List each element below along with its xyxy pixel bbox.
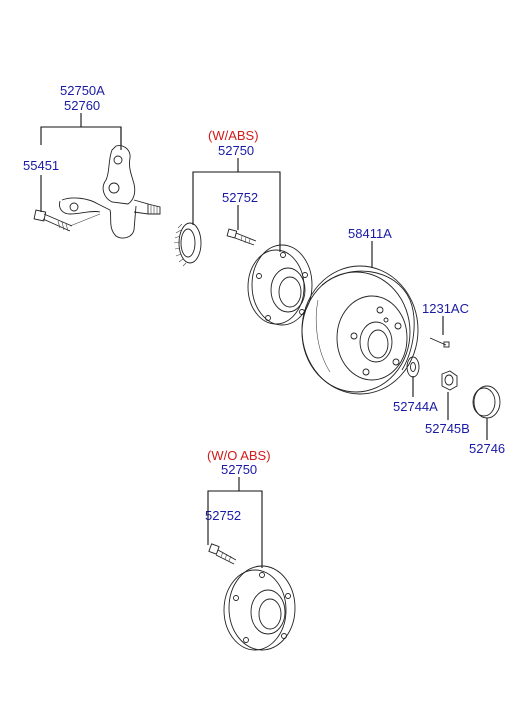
label-stud-52752-noabs: 52752 [205,508,241,523]
abs-tone-ring [173,222,202,267]
label-52746: 52746 [469,441,505,456]
label-52744a: 52744A [393,399,438,414]
wheel-hub-abs [247,244,313,326]
washer-52744a [406,356,420,378]
label-55451: 55451 [23,158,59,173]
leader-lines [40,113,488,568]
label-stud-52752-abs: 52752 [222,190,258,205]
label-hub-52750-abs: 52750 [218,143,254,158]
label-without-abs: (W/O ABS) [207,448,271,463]
bolt-55451 [33,209,73,232]
wheel-stud-abs [226,228,257,246]
label-hub-52750-noabs: 52750 [221,462,257,477]
label-52750a: 52750A [60,83,105,98]
label-58411a: 58411A [348,226,392,241]
wheel-stud-noabs [208,543,237,565]
label-52760: 52760 [64,98,100,113]
steering-knuckle [59,145,161,239]
brake-drum [301,265,419,395]
wheel-hub-noabs [223,565,296,651]
grease-cap-52746 [472,385,501,419]
nut-52745b [441,370,458,391]
screw-1231ac [429,337,450,348]
label-52745b: 52745B [425,421,470,436]
label-with-abs: (W/ABS) [208,128,259,143]
label-1231ac: 1231AC [422,301,469,316]
